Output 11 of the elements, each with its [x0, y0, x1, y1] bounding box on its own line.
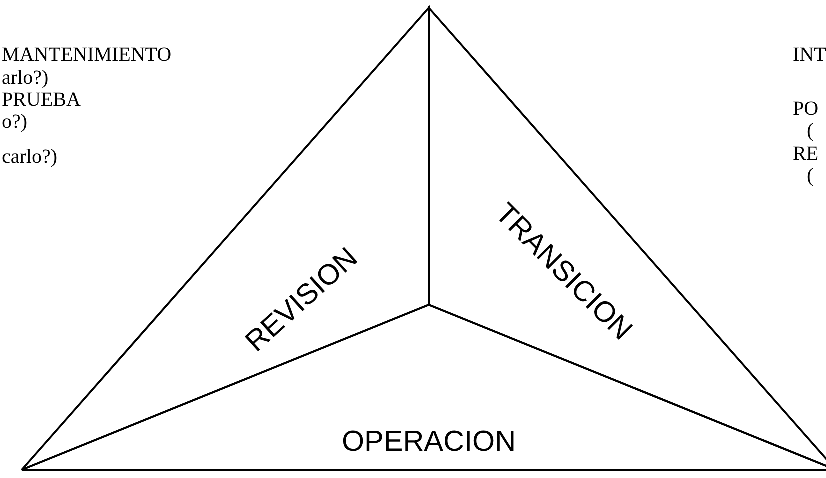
- text-label: RE: [793, 144, 819, 164]
- text-label: carlo?): [2, 147, 58, 167]
- text-label: PO: [793, 99, 819, 119]
- text-label: (: [807, 121, 814, 141]
- text-label: PRUEBA: [2, 90, 81, 110]
- text-label: INT: [793, 45, 826, 65]
- section-label: OPERACION: [342, 428, 516, 456]
- text-label: MANTENIMIENTO: [2, 45, 172, 65]
- text-label: arlo?): [2, 68, 49, 88]
- text-label: o?): [2, 112, 28, 132]
- text-label: (: [807, 166, 814, 186]
